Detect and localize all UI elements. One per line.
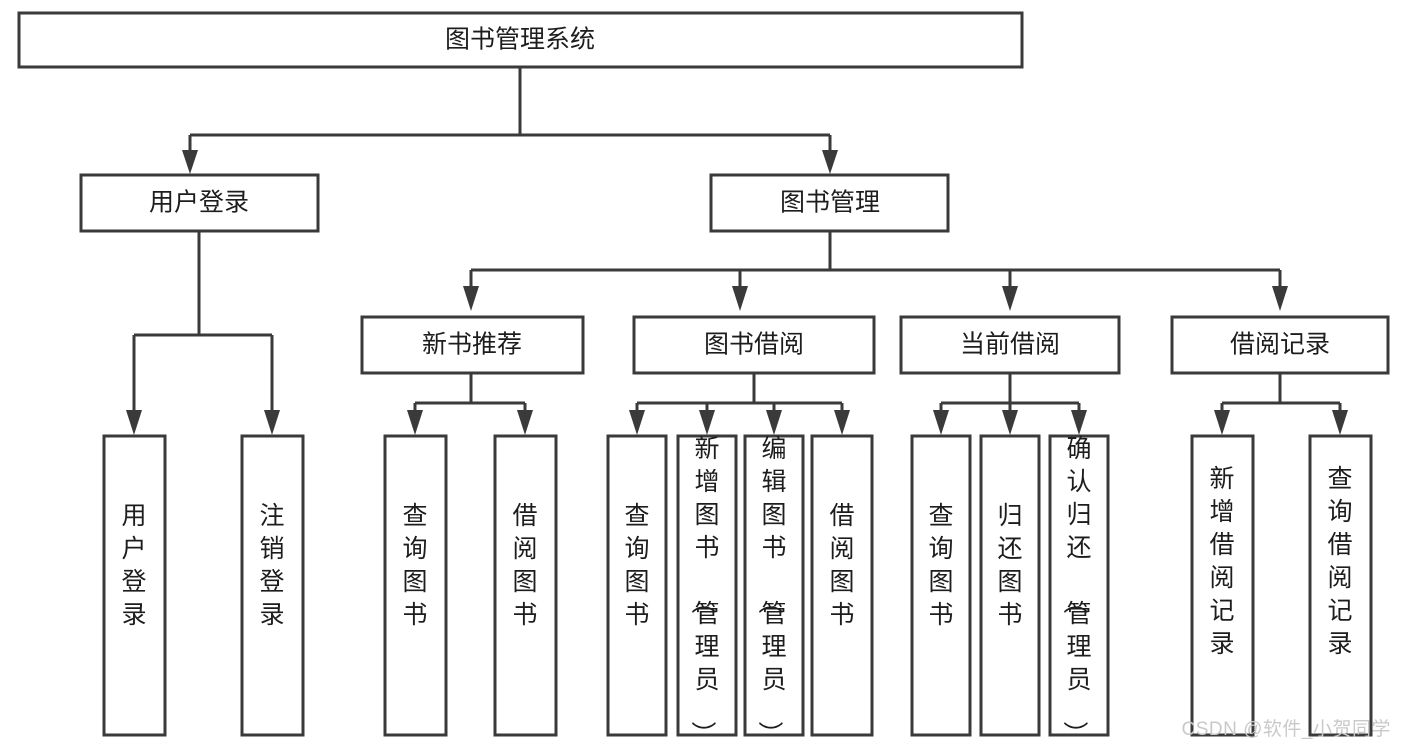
arrow-user-login-leaf2-icon [264,410,280,435]
node-current-borrow[interactable]: 当前借阅 [899,315,1121,375]
arrow-to-book-borrow-icon [732,286,748,311]
arrow-root-to-book-mgmt-icon [822,150,838,174]
node-book-borrow[interactable]: 图书借阅 [632,315,876,375]
node-root-label: 图书管理系统 [445,26,595,54]
leaf-bookborrow-edit-box[interactable] [743,434,805,737]
node-book-borrow-box[interactable] [632,315,876,375]
leaf-bookborrow-add[interactable]: 新增图书（管理员） [676,434,738,746]
node-book-management-box[interactable] [709,173,950,233]
node-book-management-label: 图书管理 [780,189,880,217]
node-user-login[interactable]: 用户登录 [79,173,320,233]
node-user-login-box[interactable] [79,173,320,233]
arrow-borrow-record-leaf1-icon [1214,410,1230,435]
leaf-borrowrecord-add[interactable]: 新增借阅记录 [1190,434,1255,737]
leaf-bookborrow-borrow-label: 借阅图书 [829,502,854,629]
node-borrow-record-box[interactable] [1170,315,1390,375]
leaf-newbook-query[interactable]: 查询图书 [383,434,448,737]
arrow-borrow-record-leaf2-icon [1332,410,1348,435]
node-borrow-record[interactable]: 借阅记录 [1170,315,1390,375]
leaf-bookborrow-query-label: 查询图书 [624,502,649,629]
node-user-login-label: 用户登录 [149,189,249,217]
leaf-bookborrow-borrow[interactable]: 借阅图书 [810,434,874,737]
leaf-currentborrow-return-label: 归还图书 [997,502,1022,629]
arrow-current-borrow-leaf3-icon [1071,410,1087,435]
leaf-bookborrow-add-label: 新增图书（管理员） [688,435,719,746]
leaf-user-login-label: 用户登录 [121,502,146,629]
leaf-newbook-borrow[interactable]: 借阅图书 [493,434,558,737]
arrow-book-borrow-leaf4-icon [834,410,850,435]
arrow-current-borrow-leaf1-icon [933,410,949,435]
leaf-currentborrow-confirm-label: 确认归还（管理员） [1060,435,1091,746]
leaf-currentborrow-return-box[interactable] [979,434,1041,737]
leaf-newbook-borrow-box[interactable] [493,434,558,737]
arrow-book-borrow-leaf2-icon [699,410,715,435]
leaf-borrowrecord-query[interactable]: 查询借阅记录 [1308,434,1373,737]
leaf-currentborrow-query[interactable]: 查询图书 [910,434,972,737]
leaf-user-login[interactable]: 用户登录 [102,434,167,737]
leaf-currentborrow-query-label: 查询图书 [928,502,953,629]
node-root-box[interactable] [17,11,1024,69]
leaf-currentborrow-return[interactable]: 归还图书 [979,434,1041,737]
node-root[interactable]: 图书管理系统 [17,11,1024,69]
node-book-borrow-label: 图书借阅 [704,331,804,359]
node-current-borrow-box[interactable] [899,315,1121,375]
node-book-management[interactable]: 图书管理 [709,173,950,233]
leaf-logout[interactable]: 注销登录 [240,434,305,737]
leaf-borrowrecord-query-label: 查询借阅记录 [1327,465,1352,658]
leaf-currentborrow-query-box[interactable] [910,434,972,737]
leaf-borrowrecord-query-box[interactable] [1308,434,1373,737]
leaf-borrowrecord-add-label: 新增借阅记录 [1209,465,1234,658]
leaf-bookborrow-add-box[interactable] [676,434,738,737]
leaf-newbook-borrow-label: 借阅图书 [512,502,537,629]
leaf-newbook-query-label: 查询图书 [402,502,427,629]
leaf-newbook-query-box[interactable] [383,434,448,737]
arrow-root-to-user-login-icon [182,150,198,174]
arrow-to-new-book-icon [463,286,479,311]
node-current-borrow-label: 当前借阅 [960,331,1060,359]
leaf-currentborrow-confirm[interactable]: 确认归还（管理员） [1048,434,1110,746]
leaf-borrowrecord-add-box[interactable] [1190,434,1255,737]
arrow-to-borrow-record-icon [1272,286,1288,311]
leaf-user-login-box[interactable] [102,434,167,737]
leaf-bookborrow-edit[interactable]: 编辑图书（管理员） [743,434,805,746]
leaf-bookborrow-query-box[interactable] [606,434,668,737]
leaf-logout-box[interactable] [240,434,305,737]
arrow-book-borrow-leaf1-icon [629,410,645,435]
arrow-current-borrow-leaf2-icon [1002,410,1018,435]
leaf-bookborrow-edit-label: 编辑图书（管理员） [755,435,786,746]
connector-layer [126,67,1348,435]
arrow-book-borrow-leaf3-icon [766,410,782,435]
node-new-book-recommend[interactable]: 新书推荐 [360,315,585,375]
arrow-to-current-borrow-icon [1002,286,1018,311]
arrow-user-login-leaf1-icon [126,410,142,435]
leaf-bookborrow-borrow-box[interactable] [810,434,874,737]
leaf-logout-label: 注销登录 [259,502,284,629]
node-new-book-recommend-label: 新书推荐 [422,331,522,359]
node-borrow-record-label: 借阅记录 [1230,331,1330,359]
arrow-new-book-leaf1-icon [407,410,423,435]
leaf-currentborrow-confirm-box[interactable] [1048,434,1110,737]
arrow-new-book-leaf2-icon [517,410,533,435]
leaf-bookborrow-query[interactable]: 查询图书 [606,434,668,737]
node-new-book-recommend-box[interactable] [360,315,585,375]
